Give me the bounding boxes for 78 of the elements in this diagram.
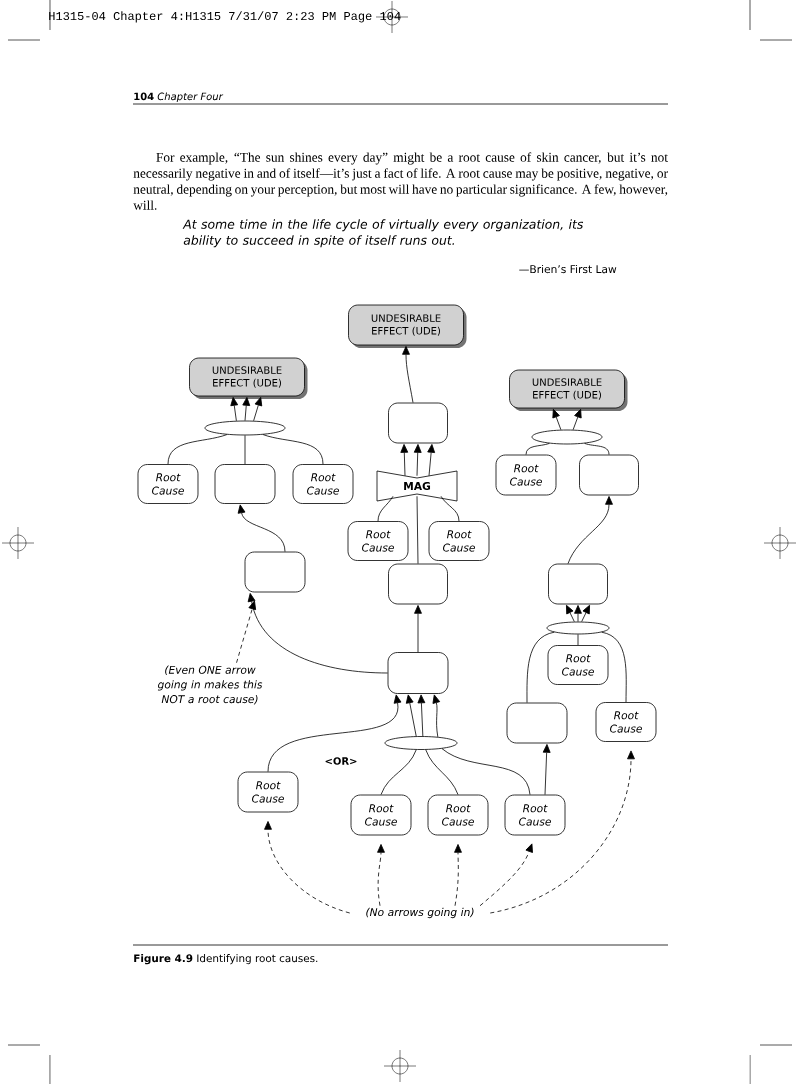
connector-line bbox=[425, 749, 459, 795]
arrow bbox=[230, 397, 239, 422]
cause-box: Root Cause bbox=[350, 794, 412, 836]
note-text: (Even ONE arrow going in makes this NOT a root cause) bbox=[157, 665, 263, 705]
cause-box bbox=[387, 652, 449, 694]
quote-text: At some time in the life cycle of virtually every organization, its ability to succeed in spite of itself runs out. bbox=[182, 219, 584, 248]
note-text: (No arrows going in) bbox=[366, 907, 474, 919]
arrow bbox=[427, 444, 436, 477]
arrow bbox=[581, 604, 590, 623]
effect-box: UNDESIRABLE EFFECT (UDE) bbox=[348, 304, 467, 348]
dashed-arrow bbox=[479, 843, 533, 907]
cause-box bbox=[244, 551, 306, 593]
dashed-arrow bbox=[264, 821, 351, 914]
arrow bbox=[432, 694, 441, 738]
cause-box bbox=[548, 563, 608, 605]
cause-box: Root Cause bbox=[292, 464, 354, 504]
arrow bbox=[400, 444, 409, 477]
cause-box: Root Cause bbox=[428, 521, 490, 561]
connector-line bbox=[167, 434, 228, 465]
cause-box bbox=[579, 454, 639, 496]
arrow bbox=[542, 744, 551, 795]
arrow bbox=[253, 397, 263, 422]
cause-box bbox=[214, 464, 276, 504]
connector-line bbox=[416, 495, 419, 564]
dashed-arrow bbox=[454, 844, 462, 907]
arrow bbox=[567, 496, 613, 564]
connector-line bbox=[244, 435, 246, 465]
cause-box bbox=[506, 702, 568, 744]
cause-box: Root Cause bbox=[137, 464, 199, 504]
or-label: <OR> bbox=[325, 757, 357, 765]
arrow bbox=[414, 605, 422, 653]
slug-text: H1315-04 Chapter 4:H1315 7/31/07 2:23 PM Page 104 bbox=[49, 11, 401, 23]
arrow bbox=[574, 605, 582, 622]
and-ellipse bbox=[531, 429, 603, 445]
cause-box: Root Cause bbox=[347, 521, 409, 561]
arrow bbox=[402, 346, 414, 403]
arrow bbox=[572, 408, 582, 431]
figure-caption: Figure 4.9 Identifying root causes. bbox=[134, 954, 318, 965]
dashed-arrow bbox=[489, 750, 635, 914]
arrow bbox=[566, 604, 575, 623]
connector-line bbox=[441, 748, 531, 795]
connector-line bbox=[262, 434, 324, 465]
cause-box: Root Cause bbox=[504, 794, 566, 836]
effect-box: UNDESIRABLE EFFECT (UDE) bbox=[189, 357, 308, 399]
magnifier-bowtie: MAG bbox=[376, 470, 458, 502]
and-ellipse bbox=[384, 736, 458, 750]
connector-line bbox=[577, 634, 579, 646]
running-head: Chapter Four bbox=[157, 92, 224, 103]
page-number: 104 bbox=[134, 92, 154, 101]
body-text: For example, “The sun shines every day” might be a root cause of skin cancer, but it’s not necessarily negative in and of itself—it’s just a fact of life. A root cause may be positive, negative, or neutral, depending on your perception, but most will have no particular significance. A few, however, will. bbox=[133, 152, 668, 210]
connector-line bbox=[440, 495, 460, 522]
cause-box: Root Cause bbox=[547, 645, 609, 685]
cause-box bbox=[388, 563, 448, 605]
dashed-arrow bbox=[377, 844, 385, 907]
arrow bbox=[405, 694, 417, 737]
cause-box bbox=[388, 402, 448, 444]
connector-line bbox=[601, 631, 627, 703]
cause-box: Root Cause bbox=[495, 454, 557, 496]
attribution-text: —Brien’s First Law bbox=[519, 264, 617, 274]
arrow bbox=[552, 408, 562, 431]
connector-line bbox=[526, 631, 555, 703]
and-ellipse bbox=[204, 420, 286, 436]
cause-box: Root Cause bbox=[237, 771, 299, 813]
connector-line bbox=[377, 495, 394, 522]
arrow bbox=[247, 593, 388, 674]
arrow bbox=[267, 694, 402, 772]
dashed-arrow bbox=[236, 600, 257, 664]
arrow bbox=[413, 444, 422, 477]
cause-box: Root Cause bbox=[595, 702, 657, 742]
connector-line bbox=[525, 443, 550, 455]
connector-line bbox=[380, 749, 417, 795]
arrow bbox=[237, 504, 286, 552]
and-ellipse bbox=[546, 621, 610, 635]
arrow bbox=[417, 694, 426, 737]
arrow bbox=[242, 397, 251, 421]
effect-box: UNDESIRABLE EFFECT (UDE) bbox=[509, 369, 628, 411]
cause-box: Root Cause bbox=[427, 794, 489, 836]
connector-line bbox=[584, 443, 610, 455]
